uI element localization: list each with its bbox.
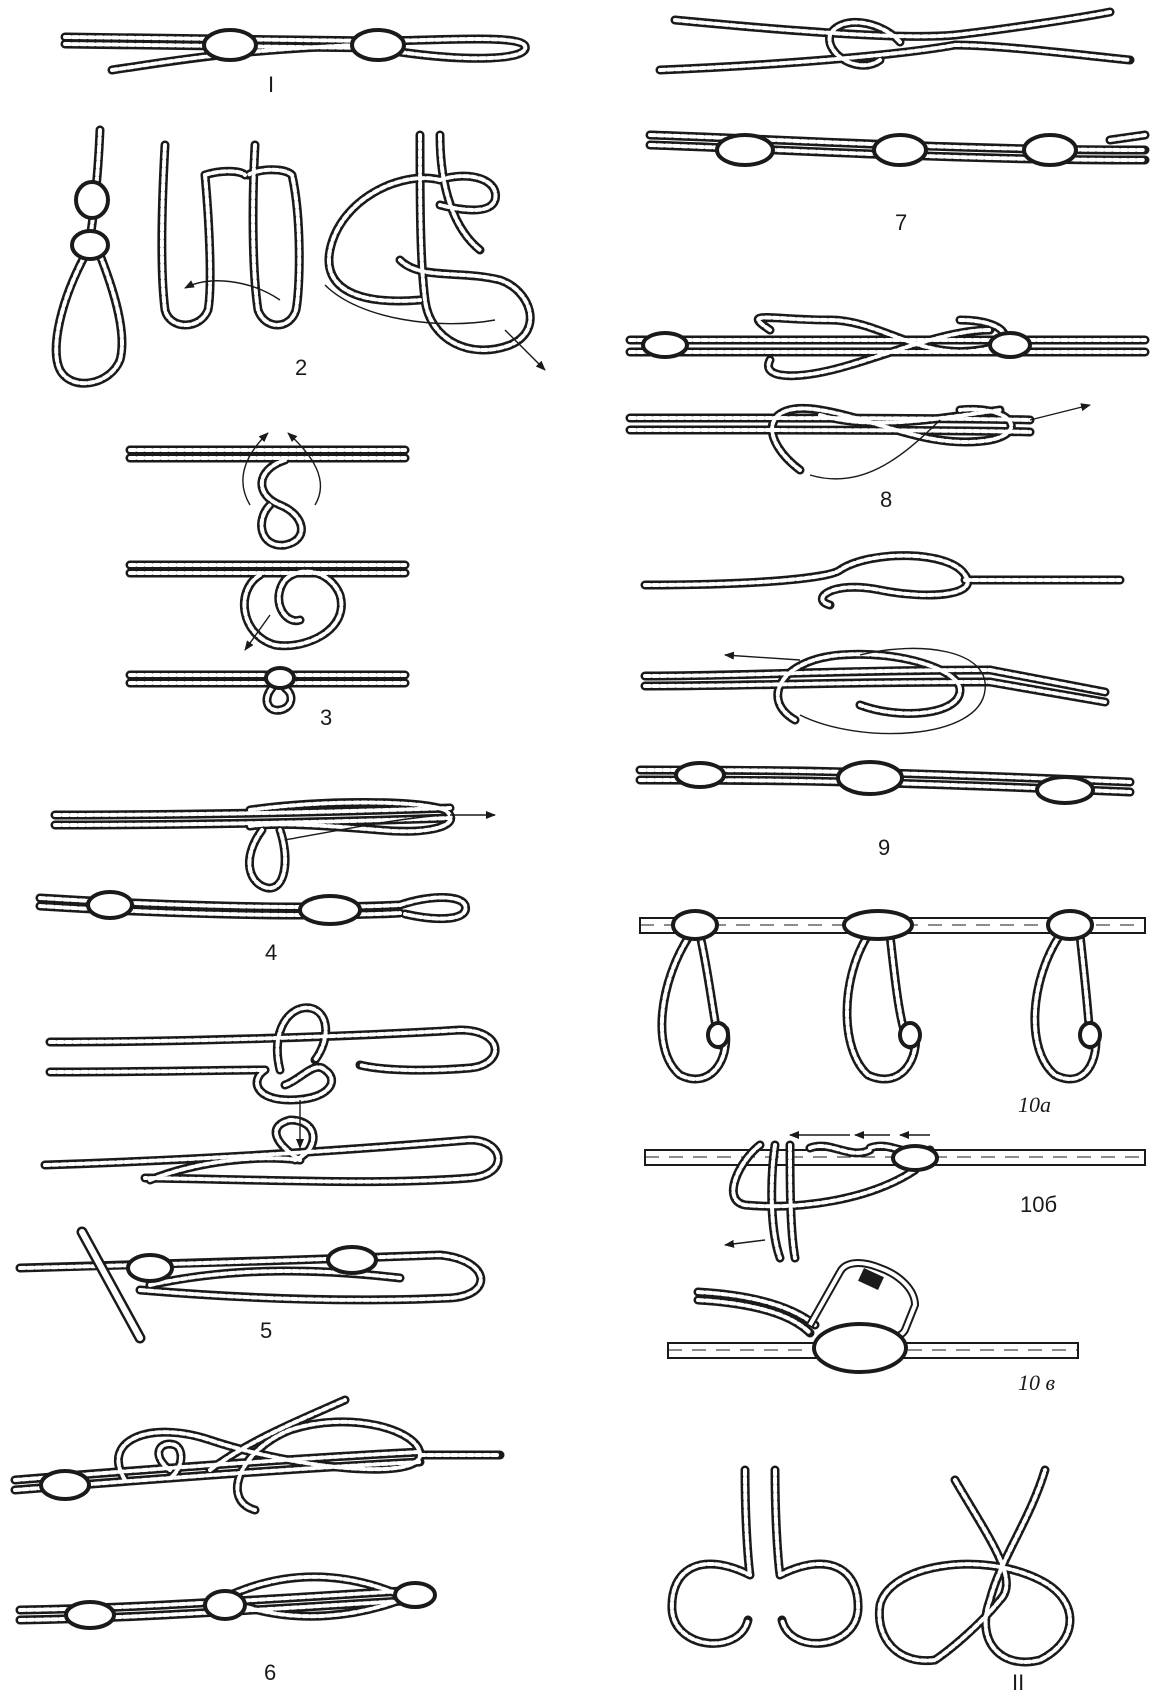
direction-arrow (1030, 405, 1090, 420)
knot (205, 1591, 245, 1619)
rope-strand (640, 556, 1130, 792)
rope-strand (672, 1470, 1070, 1662)
figure-label: 4 (265, 940, 277, 965)
knot (844, 911, 912, 939)
figure-3: 3 (130, 433, 405, 730)
knot (893, 1146, 937, 1170)
knot (1024, 135, 1076, 165)
knot (643, 333, 687, 357)
knot (266, 668, 294, 688)
rope-strand (65, 37, 525, 70)
figure-10v: 10 в (668, 1263, 1078, 1395)
figure-10b: 10б (645, 1135, 1145, 1258)
knot (128, 1255, 172, 1281)
figure-9: 9 (640, 556, 1130, 860)
figure-10a: 10а (640, 911, 1145, 1117)
figure-2: 2 (56, 130, 545, 383)
figure-8: 8 (630, 318, 1145, 513)
knot (990, 333, 1030, 357)
figure-label: 9 (878, 835, 890, 860)
figure-label: 7 (895, 210, 907, 235)
knot (673, 911, 717, 939)
knot (41, 1471, 89, 1499)
figure-label: 6 (264, 1660, 276, 1685)
direction-arrow (288, 433, 320, 505)
knot (838, 762, 902, 794)
toggle-bar (82, 1232, 140, 1338)
knot (204, 30, 256, 60)
figure-5: 5 (20, 1008, 498, 1343)
figure-label: 5 (260, 1318, 272, 1343)
knot (328, 1247, 376, 1273)
rope-strand (56, 130, 530, 383)
knot (66, 1602, 114, 1628)
direction-arrow (725, 1240, 765, 1245)
figure-11: II (672, 1470, 1070, 1695)
rope-strand (662, 935, 1096, 1079)
knot (352, 30, 404, 60)
knot (676, 763, 724, 787)
figure-label: II (1012, 1670, 1024, 1695)
knot (708, 1023, 728, 1047)
figure-label: 8 (880, 487, 892, 512)
knot (1080, 1023, 1100, 1047)
knot (1048, 911, 1092, 939)
direction-arrow (185, 281, 280, 300)
figure-1: I (65, 30, 525, 97)
figure-label: 10б (1020, 1192, 1057, 1217)
knot (1037, 777, 1093, 803)
direction-arrow (725, 655, 800, 660)
knot (88, 892, 132, 918)
knot (717, 135, 773, 165)
knot (76, 182, 108, 218)
figure-label: I (268, 72, 274, 97)
figure-label: 2 (295, 355, 307, 380)
knot (395, 1583, 435, 1607)
knot (900, 1023, 920, 1047)
figure-6: 6 (15, 1400, 500, 1685)
figure-7: 7 (650, 12, 1145, 235)
figure-label: 10а (1018, 1092, 1051, 1117)
figure-label: 3 (320, 705, 332, 730)
knot (814, 1324, 906, 1372)
knot (874, 135, 926, 165)
figure-4: 4 (40, 803, 495, 966)
knot (72, 231, 108, 259)
figure-label: 10 в (1018, 1370, 1056, 1395)
knot (300, 896, 360, 924)
rope-strand (698, 1292, 815, 1333)
rope-strand (630, 318, 1145, 471)
